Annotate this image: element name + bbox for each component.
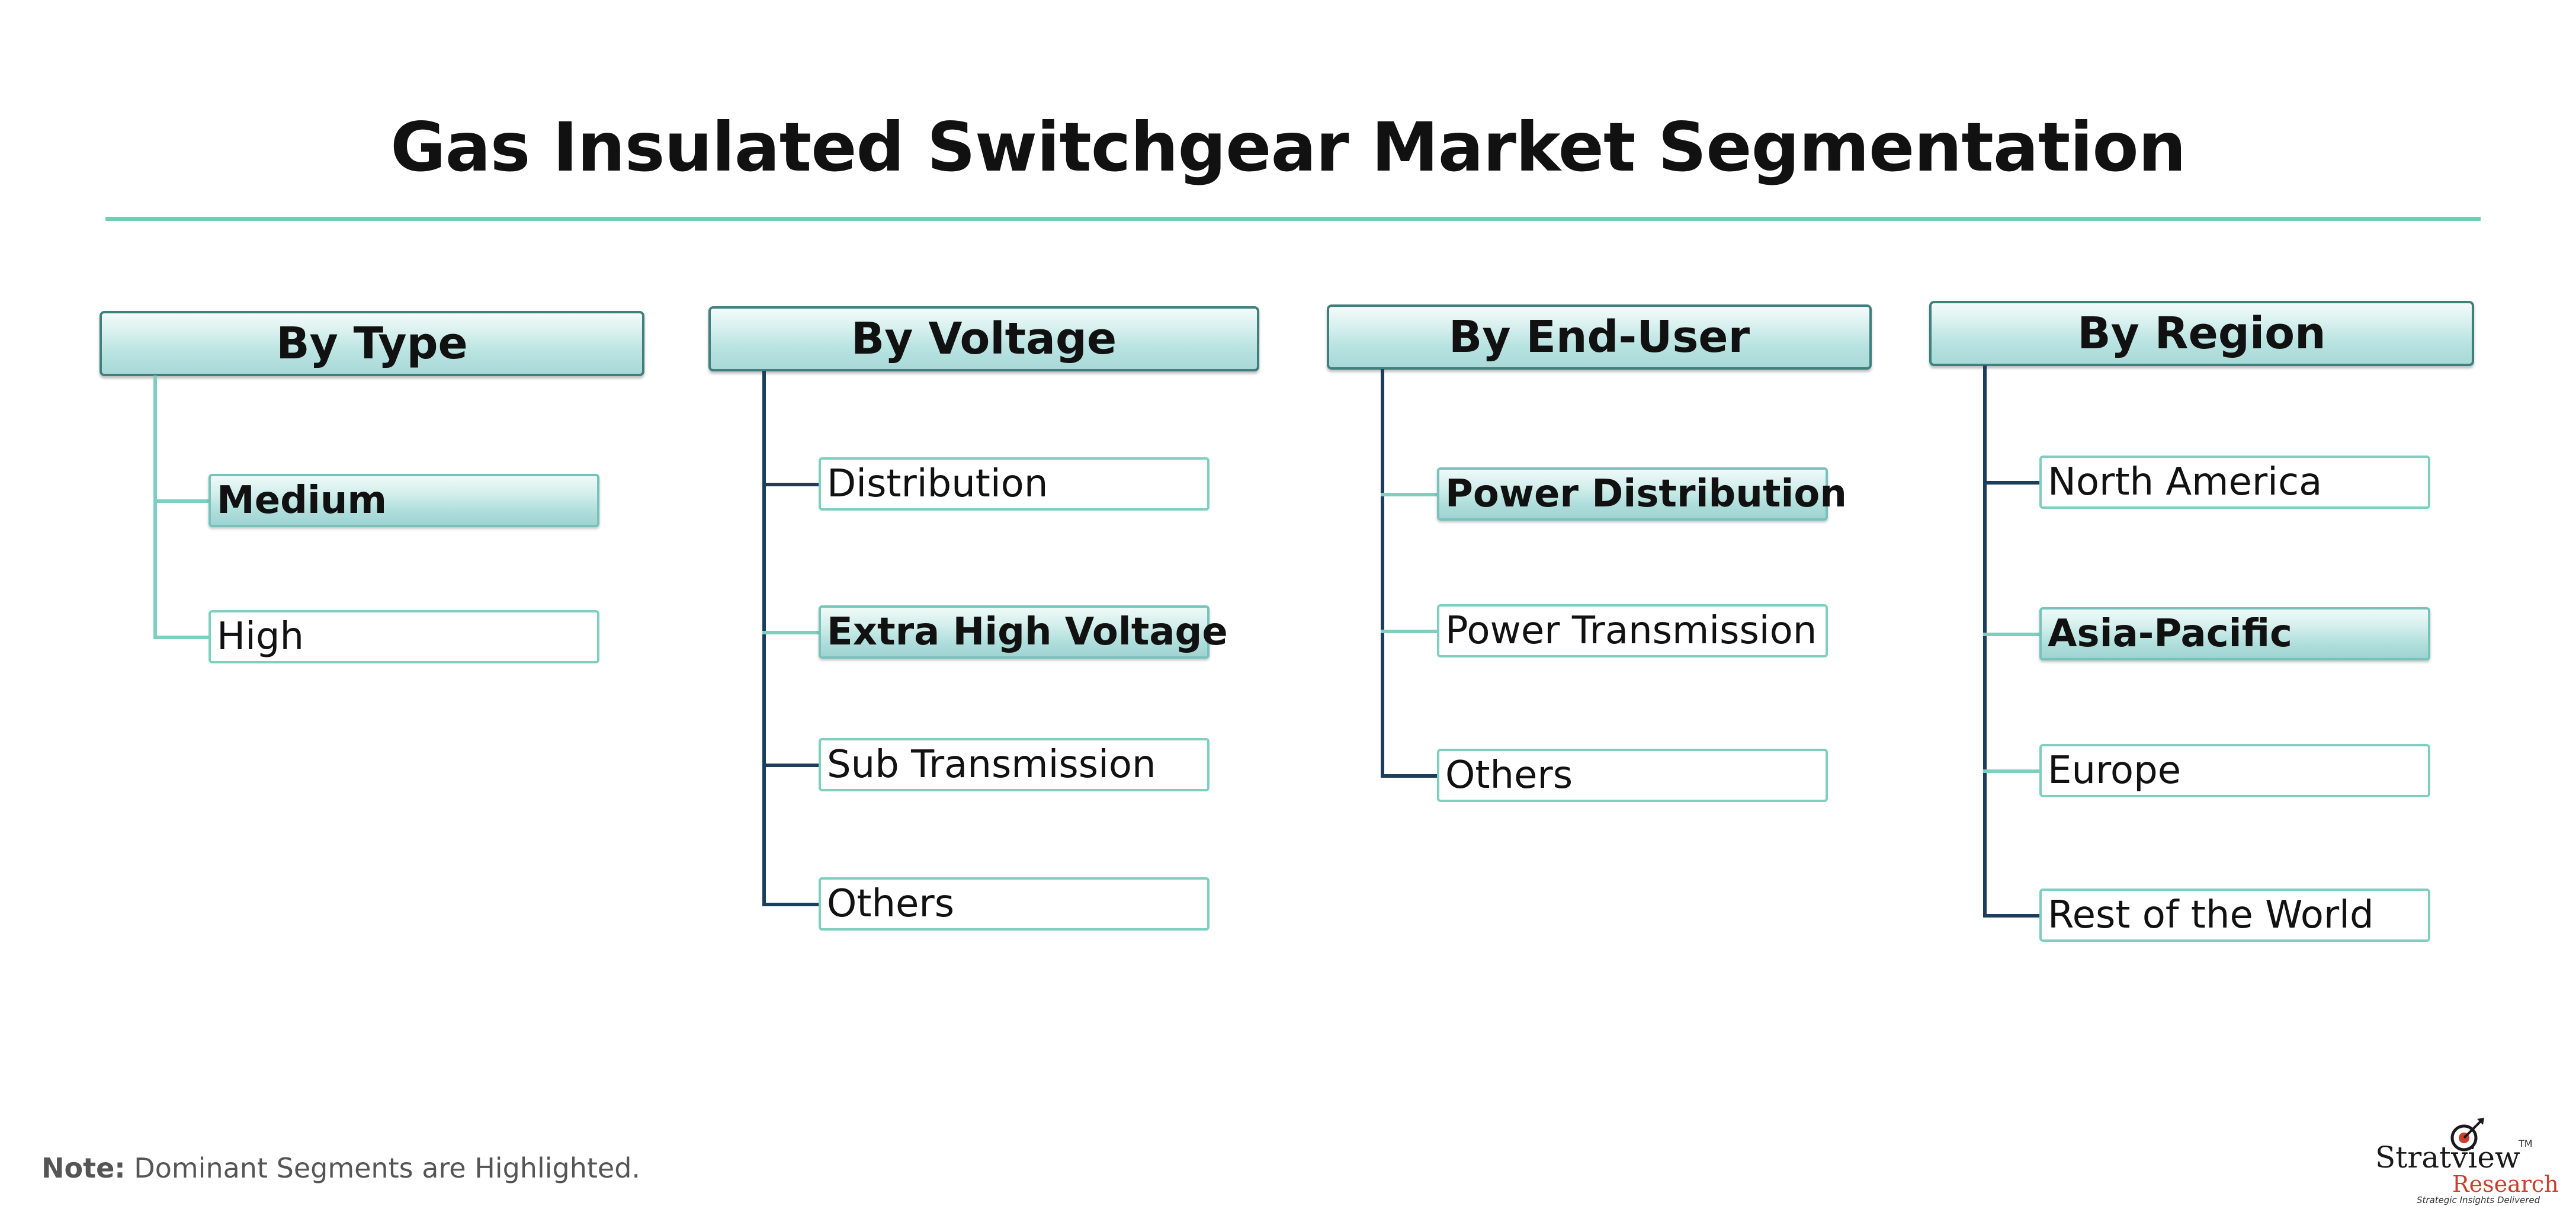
logo-trademark: TM (2519, 1138, 2533, 1149)
connector-branch (1983, 769, 2041, 773)
connector-branch (153, 499, 210, 503)
connector-branch (153, 636, 210, 639)
target-arrow-icon (2450, 1118, 2484, 1152)
connector-branch (762, 631, 820, 634)
connector-branch (762, 483, 820, 486)
connector-trunk (1381, 369, 1384, 778)
connector-trunk (1983, 365, 1987, 918)
column-header-region: By Region (1929, 301, 2474, 366)
segment-item-north-america: North America (2039, 456, 2430, 509)
segment-item-others: Others (1437, 749, 1828, 802)
column-header-voltage: By Voltage (708, 306, 1259, 371)
connector-branch (1983, 633, 2041, 636)
segment-item-high: High (208, 610, 599, 663)
segment-item-power-transmission: Power Transmission (1437, 604, 1828, 657)
connector-branch (1381, 774, 1439, 778)
connector-branch (762, 764, 820, 767)
title-divider (105, 217, 2481, 221)
segment-item-power-distribution: Power Distribution (1437, 467, 1847, 521)
logo-wordmark: Stratview (2375, 1140, 2520, 1175)
connector-trunk (762, 371, 766, 906)
segment-item-asia-pacific: Asia-Pacific (2039, 607, 2430, 660)
footnote-label: Note: (41, 1152, 126, 1184)
connector-branch (1381, 630, 1439, 633)
footnote: Note: Dominant Segments are Highlighted. (41, 1152, 640, 1184)
logo-subtitle: Research (2452, 1171, 2559, 1197)
page-title: Gas Insulated Switchgear Market Segmenta… (390, 108, 2186, 187)
connector-trunk (153, 376, 157, 639)
column-header-type: By Type (100, 311, 644, 376)
column-header-end-user: By End-User (1327, 304, 1872, 370)
segment-item-europe: Europe (2039, 744, 2430, 797)
segment-item-medium: Medium (208, 474, 599, 527)
segment-item-others: Others (819, 877, 1210, 931)
connector-branch (1983, 914, 2041, 918)
stratview-logo: Stratview TM Research Strategic Insights… (2363, 1117, 2559, 1205)
segment-item-extra-high-voltage: Extra High Voltage (819, 605, 1228, 659)
segment-item-distribution: Distribution (819, 457, 1210, 511)
footnote-text: Dominant Segments are Highlighted. (125, 1152, 641, 1184)
segment-item-rest-of-the-world: Rest of the World (2039, 889, 2430, 942)
connector-branch (1381, 493, 1439, 496)
connector-branch (1983, 481, 2041, 485)
logo-tagline: Strategic Insights Delivered (2417, 1195, 2540, 1205)
segment-item-sub-transmission: Sub Transmission (819, 738, 1210, 791)
connector-branch (762, 903, 820, 906)
